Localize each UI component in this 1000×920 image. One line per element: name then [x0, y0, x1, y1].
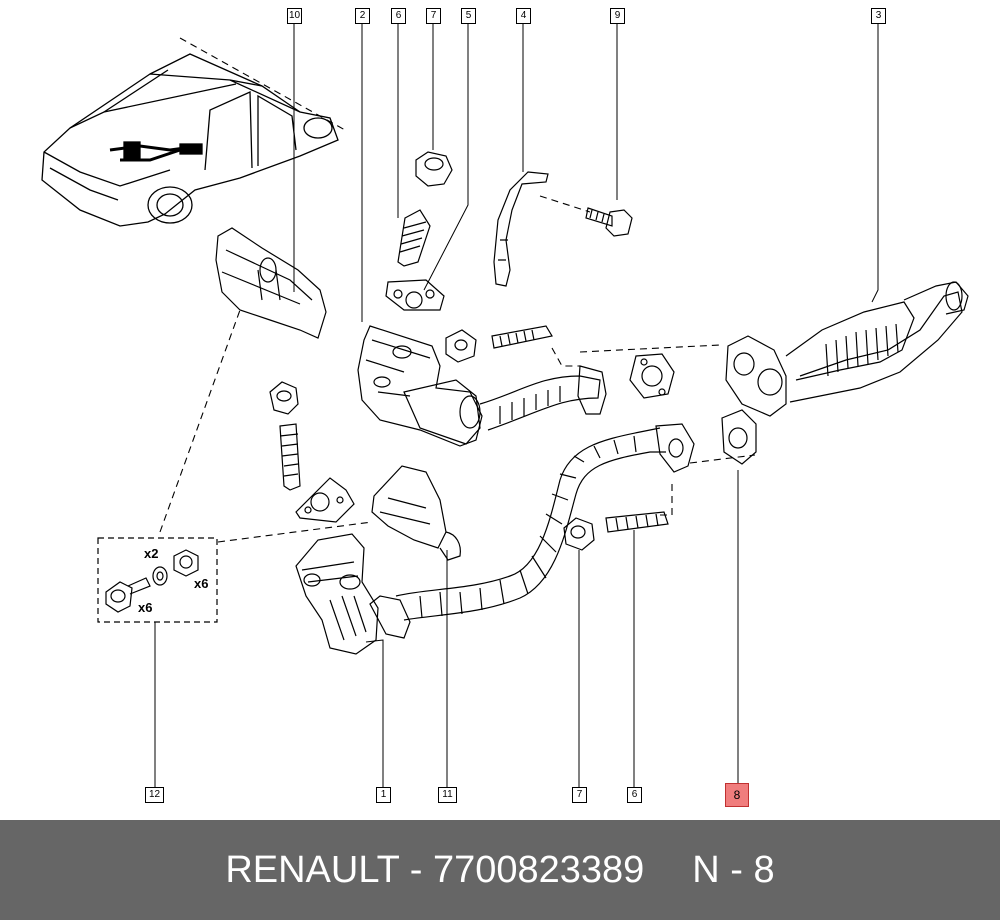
manifold-upper — [357, 325, 483, 447]
gasket-lower — [295, 477, 355, 523]
callout-6-top: 6 — [391, 8, 406, 24]
stud-mid — [491, 325, 553, 349]
callout-10: 10 — [287, 8, 302, 24]
callout-1: 1 — [376, 787, 391, 803]
callout-9: 9 — [610, 8, 625, 24]
qty-x2: x2 — [144, 546, 159, 561]
callout-2: 2 — [355, 8, 370, 24]
position-label: N - 8 — [692, 848, 775, 891]
nut-upper — [415, 151, 453, 187]
gasket-flange-upper — [629, 353, 675, 399]
pipe-upper — [479, 365, 607, 431]
footer-bar: RENAULT - 7700823389 N - 8 — [0, 820, 1000, 920]
callout-11: 11 — [438, 787, 457, 803]
part-number: RENAULT - 7700823389 — [225, 848, 645, 891]
heat-shield-lower — [371, 465, 461, 561]
callout-3: 3 — [871, 8, 886, 24]
gasket-upper — [385, 279, 445, 311]
nut-mid — [445, 329, 477, 363]
bracket — [493, 171, 549, 287]
manifold-lower — [295, 533, 411, 655]
exhaust-diagram — [41, 24, 969, 788]
callout-12: 12 — [145, 787, 164, 803]
car-illustration — [41, 53, 339, 227]
nut-lower-right — [563, 517, 595, 551]
callout-4: 4 — [516, 8, 531, 24]
pipe-lower — [395, 423, 695, 621]
callout-5: 5 — [461, 8, 476, 24]
hardware-kit — [97, 537, 218, 623]
bolt-upper — [585, 207, 633, 237]
assembly-dashes — [159, 37, 756, 543]
stud-lower-left — [279, 423, 301, 491]
callout-7-bottom: 7 — [572, 787, 587, 803]
stud-upper — [397, 209, 431, 267]
callout-8-highlighted: 8 — [725, 783, 749, 807]
qty-x6-nut: x6 — [194, 576, 209, 591]
stud-lower-right — [605, 511, 669, 533]
callout-7-top: 7 — [426, 8, 441, 24]
leader-lines — [154, 24, 879, 788]
callout-6-bottom: 6 — [627, 787, 642, 803]
heat-shield-upper — [215, 227, 327, 339]
gasket-flange-lower — [721, 409, 757, 465]
qty-x6-bolt: x6 — [138, 600, 153, 615]
rear-catalyst — [725, 281, 969, 417]
nut-lower-left — [269, 381, 299, 415]
